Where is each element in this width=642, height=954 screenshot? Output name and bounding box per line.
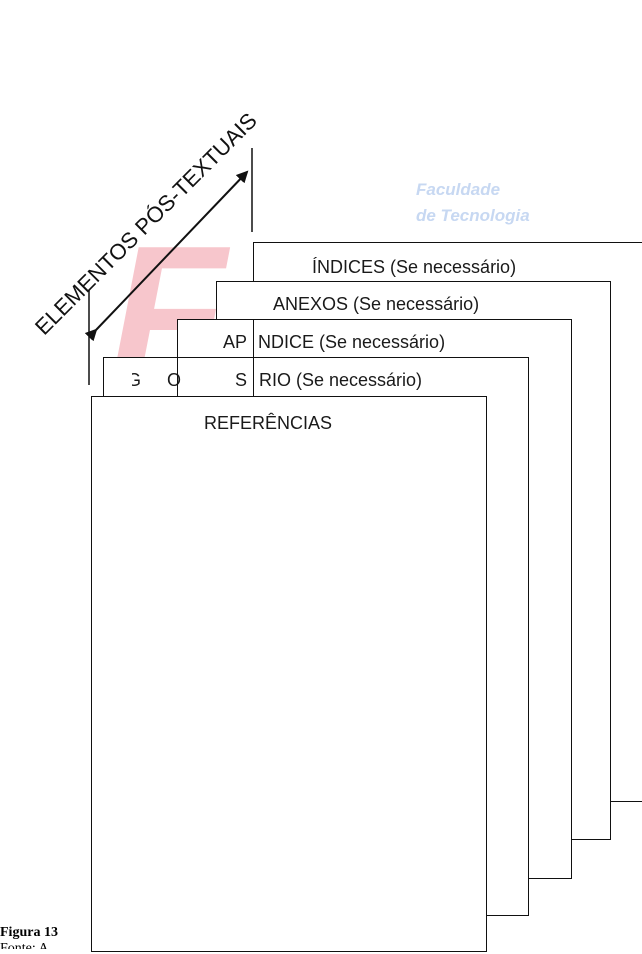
page-apendice-label-right: NDICE (Se necessário) (258, 332, 446, 352)
page-glossario-label-right: RIO (Se necessário) (259, 370, 423, 390)
glossario-back-edge (103, 357, 132, 397)
page-anexos-label: ANEXOS (Se necessário) (273, 294, 480, 314)
page-glossario-label-c: S (235, 370, 248, 390)
figure-caption: Figura 13 (0, 925, 58, 940)
glossario-divider-2 (253, 319, 254, 397)
page-indices-label: ÍNDICES (Se necessário) (312, 257, 517, 277)
page-referencias: REFERÊNCIAS (91, 396, 487, 952)
glossario-divider-1 (177, 357, 178, 397)
figure-source: Fonte: A (0, 941, 49, 949)
page-referencias-label: REFERÊNCIAS (204, 413, 333, 433)
arrow-line (84, 170, 249, 342)
